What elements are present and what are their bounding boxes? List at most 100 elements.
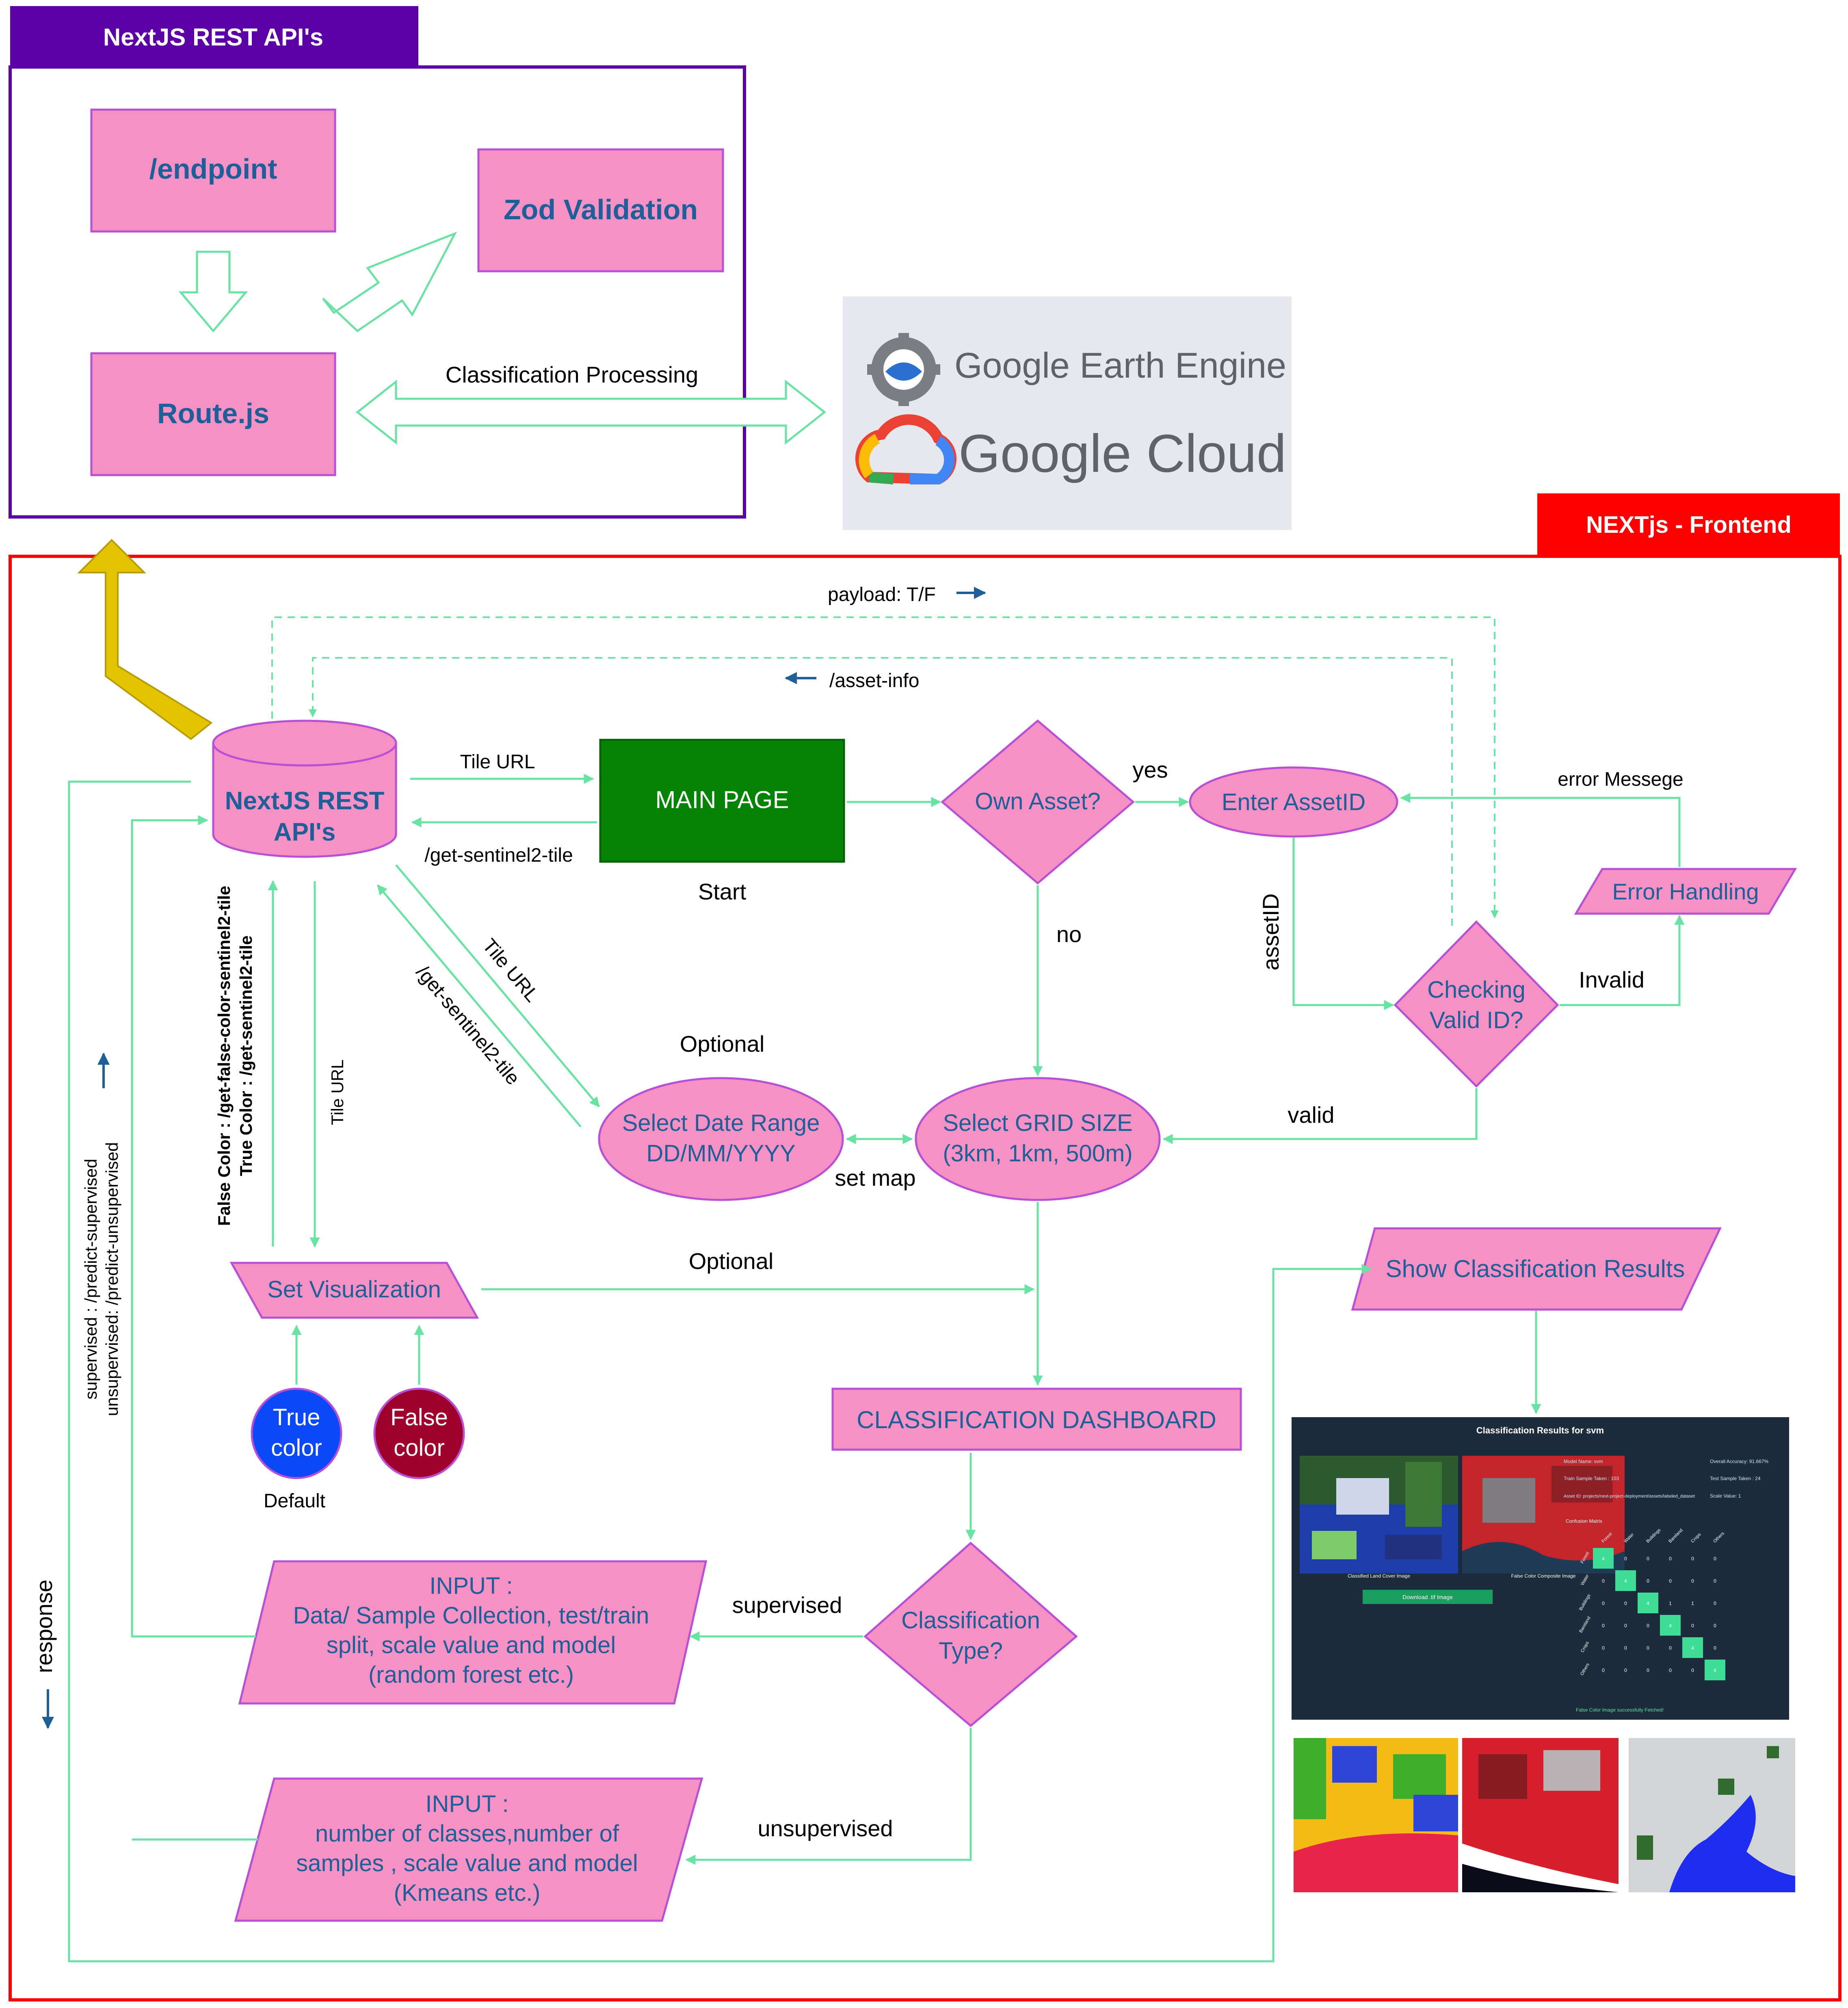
matrix-value: 0 — [1714, 1623, 1716, 1629]
vert-tile-url-label: Tile URL — [328, 1059, 347, 1125]
classified-image — [1300, 1456, 1458, 1574]
download-label: Download .tif Image — [1402, 1594, 1453, 1600]
supervised-route-label: supervised : /predict-supervised — [81, 1159, 100, 1400]
matrix-value: 4 — [1691, 1645, 1694, 1651]
false-color-line2: color — [394, 1435, 445, 1461]
show-results-label: Show Classification Results — [1386, 1255, 1685, 1282]
matrix-value: 0 — [1624, 1623, 1627, 1629]
field-train: Train Sample Taken : 103 — [1564, 1476, 1619, 1481]
google-cloud-label: Google Cloud — [959, 424, 1286, 483]
download-button[interactable] — [1363, 1590, 1493, 1604]
matrix-value: 0 — [1691, 1668, 1694, 1673]
date-range-ellipse — [598, 1077, 844, 1201]
true-color-line2: color — [271, 1435, 322, 1461]
unsupervised-route-label: unsupervised: /predict-unsupervised — [102, 1142, 121, 1416]
input-unsup-line3: (Kmeans etc.) — [394, 1880, 541, 1906]
diag-tile-url-label: Tile URL — [478, 935, 543, 1006]
matrix-cell — [1615, 1570, 1636, 1591]
diag-get-tile-arrow — [377, 884, 582, 1128]
matrix-value: 0 — [1602, 1601, 1605, 1606]
set-map-label: set map — [835, 1165, 915, 1191]
field-model: Model Name: svm — [1564, 1459, 1603, 1464]
start-label: Start — [698, 879, 747, 904]
enter-asset-label: Enter AssetID — [1222, 789, 1366, 815]
own-asset-diamond — [941, 719, 1135, 885]
dashboard-label: CLASSIFICATION DASHBOARD — [857, 1406, 1216, 1433]
matrix-value: 0 — [1714, 1578, 1716, 1584]
supervised-label: supervised — [732, 1592, 842, 1618]
main-page-label: MAIN PAGE — [656, 786, 789, 813]
optional-top-label: Optional — [680, 1031, 765, 1057]
grid-size-line2: (3km, 1km, 500m) — [943, 1140, 1132, 1167]
valid-label: valid — [1288, 1102, 1334, 1128]
unsupervised-arrow — [685, 1728, 972, 1865]
unsupervised-label: unsupervised — [757, 1816, 893, 1841]
route-label: Route.js — [157, 398, 269, 429]
matrix-value: 0 — [1714, 1601, 1716, 1606]
date-range-line2: DD/MM/YYYY — [646, 1140, 795, 1167]
matrix-value: 0 — [1669, 1556, 1672, 1562]
response-label: response — [31, 1580, 57, 1673]
checking-label-line1: Checking — [1427, 977, 1526, 1003]
backend-title: NextJS REST API's — [103, 24, 323, 51]
grid-size-ellipse — [915, 1077, 1161, 1201]
matrix-cell — [1638, 1593, 1658, 1613]
false-color-image — [1462, 1456, 1625, 1574]
matrix-value: 0 — [1602, 1645, 1605, 1651]
google-panel: Google Earth Engine Google Cloud — [843, 296, 1292, 530]
yes-label: yes — [1132, 757, 1168, 782]
matrix-value: 0 — [1714, 1556, 1716, 1562]
false-color-route-label: False Color : /get-false-color-sentinel2… — [214, 886, 234, 1226]
field-test: Test Sample Taken : 24 — [1710, 1476, 1761, 1481]
diag-tile-url-arrow — [395, 864, 600, 1107]
get-tile-label: /get-sentinel2-tile — [424, 845, 573, 866]
field-asset: Asset ID: projects/next-project-deployme… — [1564, 1494, 1695, 1499]
earth-engine-label: Google Earth Engine — [954, 345, 1286, 385]
own-asset-label: Own Asset? — [975, 788, 1100, 815]
processing-label: Classification Processing — [446, 362, 698, 387]
backend-header — [10, 6, 418, 67]
matrix-value: 4 — [1624, 1578, 1627, 1584]
field-accuracy: Overall Accuracy: 91.667% — [1710, 1459, 1768, 1464]
backend-section: NextJS REST API's /endpoint Zod Validati… — [9, 6, 827, 519]
false-color-line1: False — [390, 1404, 448, 1431]
optional-mid-label: Optional — [689, 1248, 774, 1274]
tile-url-label: Tile URL — [460, 751, 535, 773]
api-cylinder — [212, 720, 397, 858]
payload-label: payload: T/F — [828, 584, 936, 605]
main-page-box — [599, 739, 845, 863]
endpoint-label: /endpoint — [149, 153, 277, 185]
false-color-circle — [373, 1388, 465, 1479]
payload-dashed-line — [271, 616, 1499, 919]
error-msg-label: error Messege — [1558, 769, 1683, 790]
error-handling-box — [1574, 868, 1797, 915]
matrix-value: 0 — [1624, 1645, 1627, 1651]
no-label: no — [1056, 921, 1082, 947]
asset-id-label: assetID — [1258, 893, 1283, 970]
class-type-line2: Type? — [939, 1638, 1003, 1664]
matrix-value: 4 — [1602, 1556, 1605, 1562]
matrix-value: 0 — [1647, 1556, 1649, 1562]
frontend-section: NEXTjs - Frontend payload: T/F /asset-in… — [9, 493, 1842, 2002]
matrix-value: 0 — [1624, 1556, 1627, 1562]
supervised-return-line — [131, 815, 256, 1638]
show-results-box — [1351, 1227, 1722, 1311]
img1-caption: Classified Land Cover Image — [1348, 1573, 1410, 1579]
default-label: Default — [264, 1490, 325, 1512]
earth-engine-icon — [867, 333, 940, 406]
zod-label: Zod Validation — [504, 194, 698, 225]
error-handling-label: Error Handling — [1612, 879, 1759, 904]
matrix-value: 0 — [1647, 1668, 1649, 1673]
input-sup-line2: split, scale value and model — [327, 1632, 616, 1658]
asset-info-label: /asset-info — [829, 670, 919, 692]
input-unsup-line2: samples , scale value and model — [296, 1850, 638, 1876]
frontend-frame — [9, 555, 1842, 2002]
matrix-value: 0 — [1647, 1645, 1649, 1651]
route-box — [90, 352, 336, 476]
response-to-backend-arrow — [77, 539, 213, 740]
asset-id-arrow — [1292, 837, 1394, 1010]
matrix-value: 0 — [1669, 1645, 1672, 1651]
success-message: False Color Image successfully Fetched! — [1576, 1707, 1664, 1713]
results-title: Classification Results for svm — [1476, 1425, 1604, 1435]
route-google-arrow — [355, 379, 827, 445]
